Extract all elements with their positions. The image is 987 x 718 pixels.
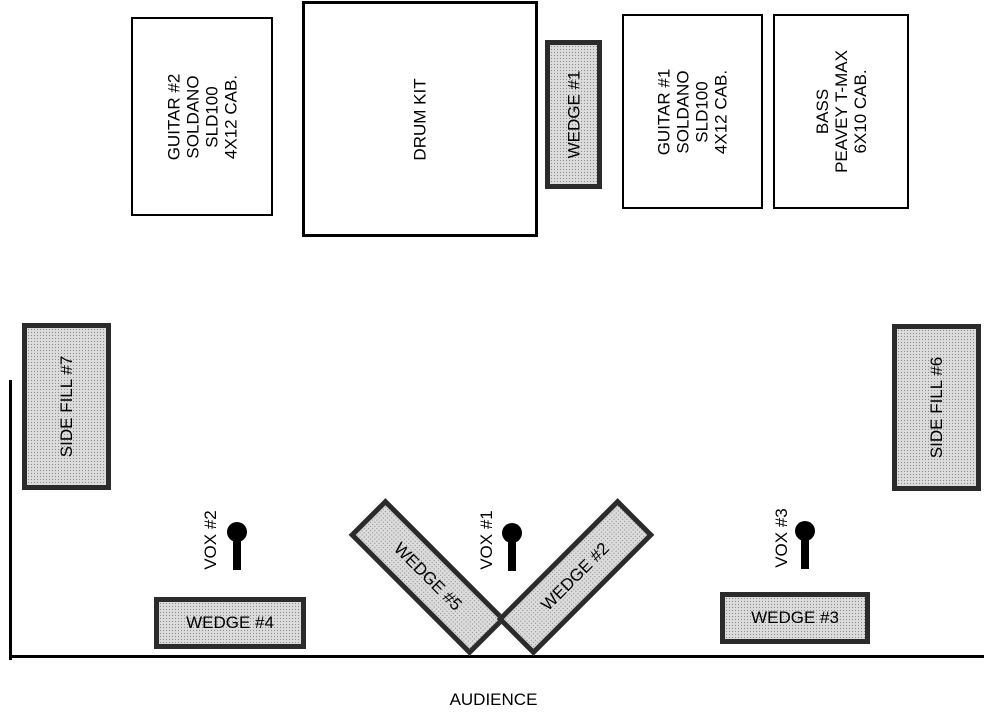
- vox-1-label: VOX #1: [477, 510, 496, 570]
- guitar-1-label: GUITAR #1 SOLDANO SLD100 4X12 CAB.: [654, 68, 731, 155]
- bass-label: BASS PEAVEY T-MAX 6X10 CAB.: [812, 50, 870, 173]
- side-fill-6: SIDE FILL #6: [892, 324, 981, 491]
- guitar-1-cabinet: GUITAR #1 SOLDANO SLD100 4X12 CAB.: [622, 14, 763, 209]
- side-fill-7-label: SIDE FILL #7: [57, 355, 77, 458]
- vox-3-label: VOX #3: [772, 508, 791, 568]
- wedge-2: WEDGE #2: [496, 498, 655, 656]
- stage-left-edge: [9, 380, 12, 660]
- wedge-2-label: WEDGE #2: [537, 538, 613, 615]
- wedge-3: WEDGE #3: [720, 592, 870, 644]
- drum-kit: DRUM KIT: [302, 1, 538, 237]
- guitar-2-cabinet: GUITAR #2 SOLDANO SLD100 4X12 CAB.: [131, 17, 273, 216]
- audience-label: AUDIENCE: [449, 690, 538, 709]
- wedge-5-label: WEDGE #5: [390, 538, 466, 615]
- stage-front-edge: [9, 655, 984, 658]
- bass-cabinet: BASS PEAVEY T-MAX 6X10 CAB.: [773, 14, 909, 209]
- side-fill-7: SIDE FILL #7: [22, 323, 111, 490]
- wedge-4: WEDGE #4: [154, 597, 306, 649]
- wedge-1: WEDGE #1: [545, 40, 602, 189]
- wedge-1-label: WEDGE #1: [564, 70, 584, 159]
- guitar-2-label: GUITAR #2 SOLDANO SLD100 4X12 CAB.: [164, 73, 240, 160]
- wedge-3-label: WEDGE #3: [751, 608, 839, 627]
- wedge-4-label: WEDGE #4: [186, 613, 274, 632]
- vox-3-microphone-icon: [795, 521, 815, 571]
- side-fill-6-label: SIDE FILL #6: [927, 356, 947, 459]
- vox-2-microphone-icon: [227, 522, 247, 572]
- vox-2-label: VOX #2: [201, 510, 220, 570]
- vox-1-microphone-icon: [502, 523, 522, 573]
- drum-kit-label: DRUM KIT: [410, 77, 430, 161]
